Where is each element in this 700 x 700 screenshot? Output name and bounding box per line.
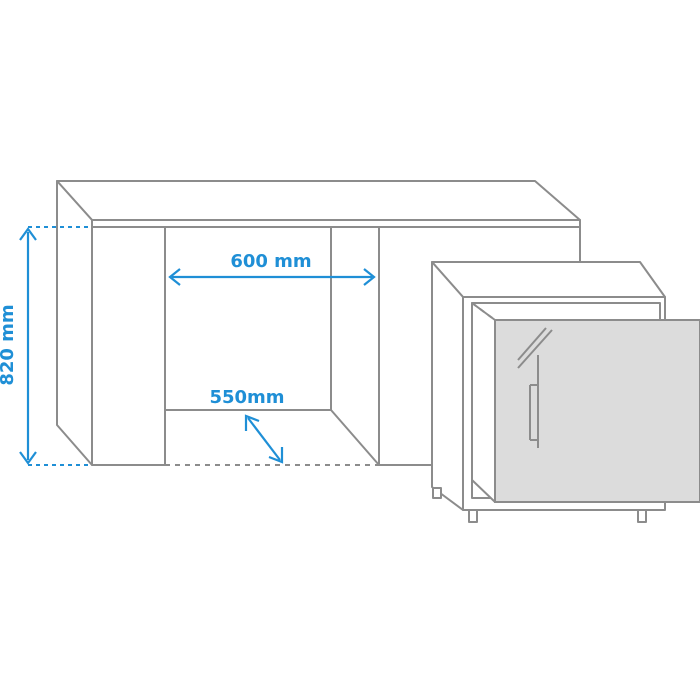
dishwasher-door-panel bbox=[494, 319, 700, 503]
door-handle bbox=[529, 355, 539, 448]
height-dimension: 820 mm bbox=[0, 226, 92, 466]
width-dimension: 600 mm bbox=[168, 251, 376, 286]
dishwasher-feet bbox=[432, 487, 647, 523]
left-cabinet-side bbox=[56, 180, 93, 466]
dishwasher bbox=[431, 261, 700, 523]
door-gap-line bbox=[471, 302, 496, 321]
niche-inner-wall bbox=[330, 226, 380, 466]
countertop-top bbox=[56, 180, 581, 221]
door-gap-side bbox=[471, 302, 496, 503]
cabinet-run bbox=[56, 180, 581, 466]
width-label: 600 mm bbox=[230, 251, 311, 272]
depth-dimension: 550mm bbox=[209, 387, 285, 464]
height-label: 820 mm bbox=[0, 304, 18, 385]
left-cabinet-front bbox=[91, 226, 166, 466]
dishwasher-top bbox=[431, 261, 666, 298]
door-glare-2 bbox=[517, 329, 553, 369]
countertop-front bbox=[91, 219, 581, 228]
niche-back bbox=[164, 226, 332, 411]
depth-label: 550mm bbox=[209, 387, 284, 408]
door-glare bbox=[517, 327, 547, 361]
dishwasher-side bbox=[431, 261, 464, 511]
